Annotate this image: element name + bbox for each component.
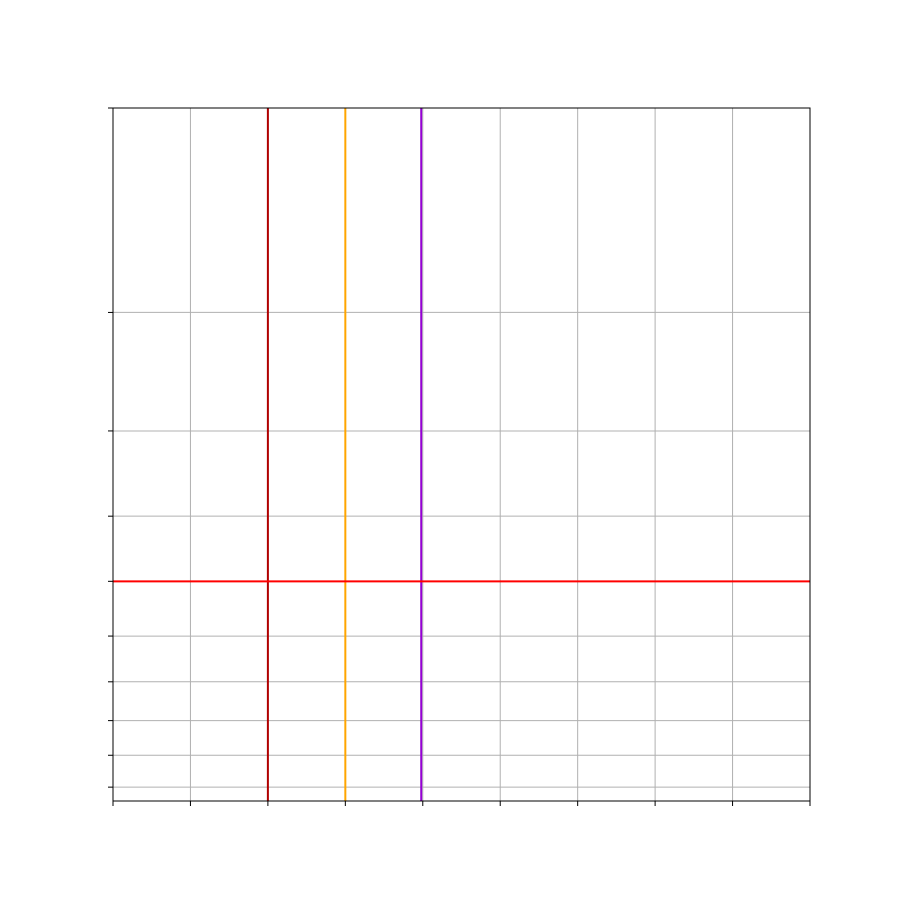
axis-ticks xyxy=(108,107,811,806)
grid-lines xyxy=(112,107,811,801)
reference-lines xyxy=(113,108,810,801)
plot-frame xyxy=(112,107,811,802)
